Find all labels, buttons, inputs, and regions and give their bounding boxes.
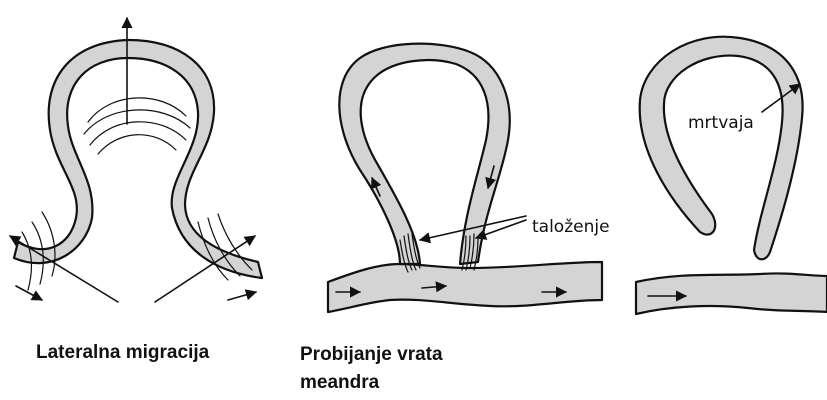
oxbow-label: mrtvaja	[688, 113, 754, 133]
straight-channel	[328, 262, 602, 312]
panel-neck-cutoff: taloženje	[328, 44, 610, 312]
deposition-label: taloženje	[532, 217, 610, 237]
meander-channel	[14, 40, 262, 278]
neck-loop-channel	[339, 44, 509, 264]
caption-neck-cutoff-line2: meandra	[300, 370, 379, 396]
migration-lines	[84, 98, 190, 154]
new-channel	[636, 273, 827, 314]
oxbow-lake	[640, 37, 803, 260]
panel-oxbow: mrtvaja	[636, 37, 827, 314]
flow-arrow-out	[228, 292, 256, 300]
caption-lateral-migration: Lateralna migracija	[36, 340, 209, 366]
caption-neck-cutoff-line1: Probijanje vrata	[300, 342, 443, 368]
panel-lateral-migration	[10, 18, 262, 302]
